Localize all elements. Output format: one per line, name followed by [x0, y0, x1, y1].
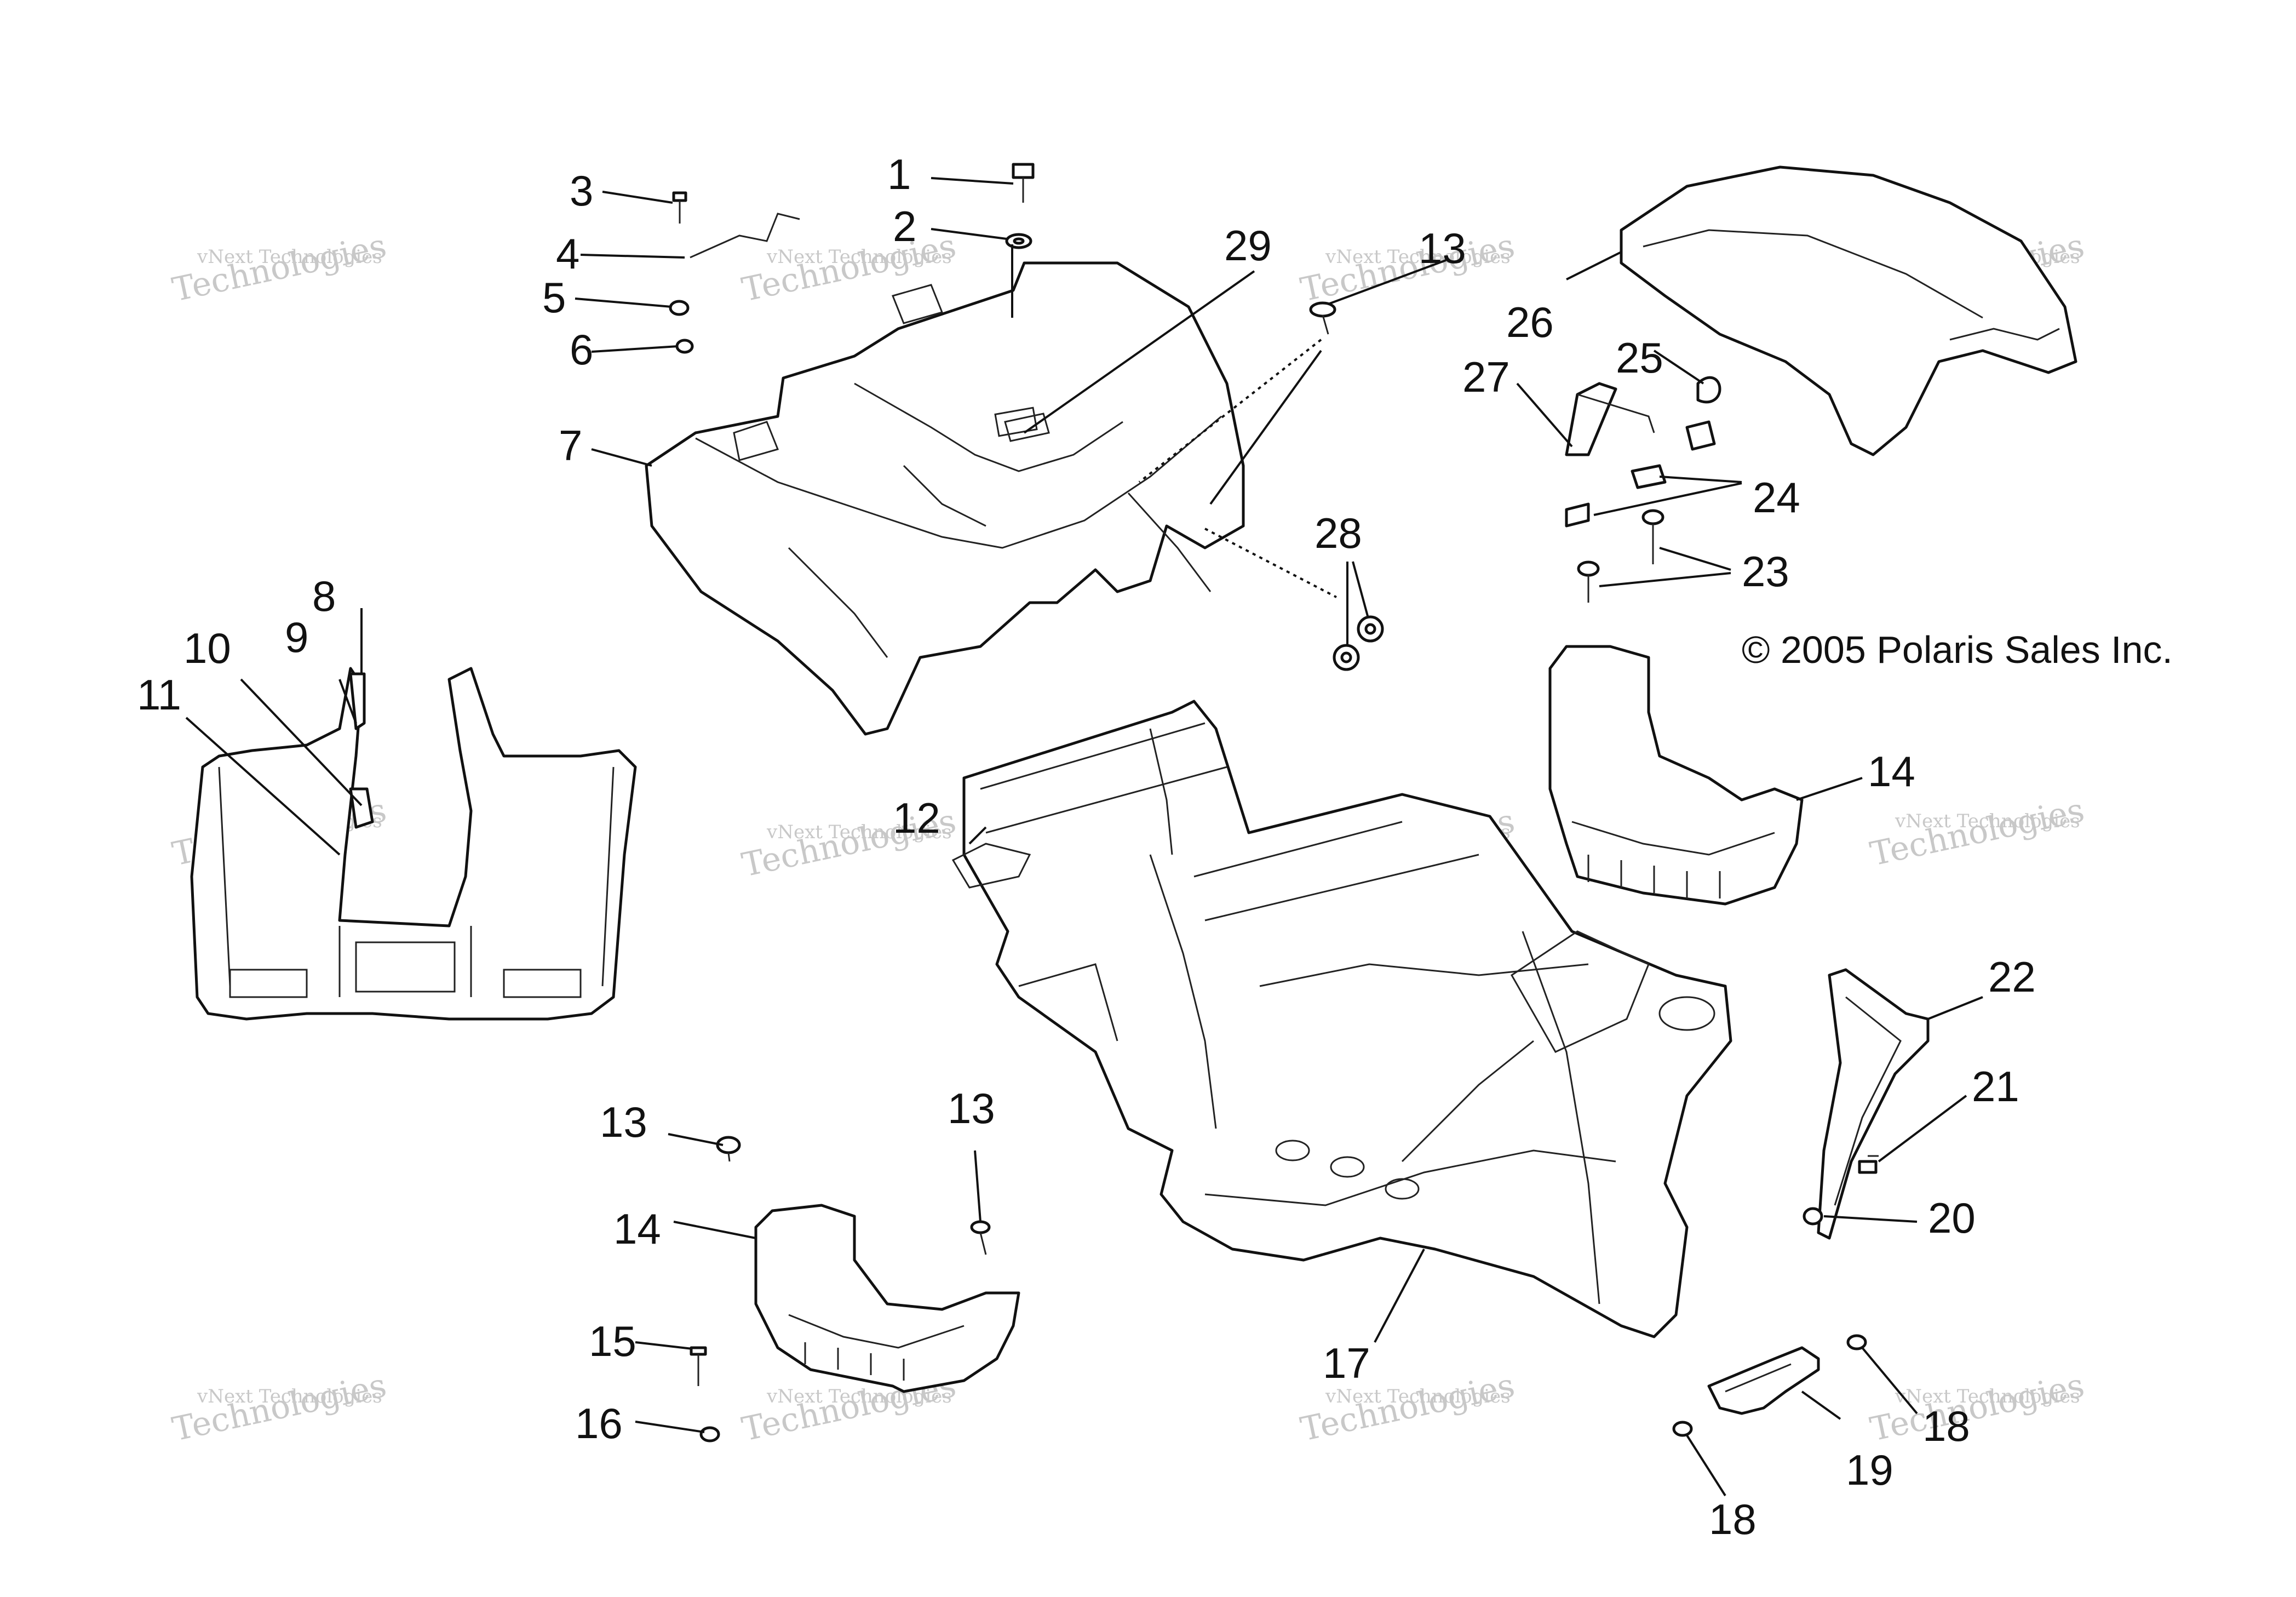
callout-3: 3 — [570, 167, 593, 215]
callout-15: 15 — [589, 1317, 636, 1365]
callout-17: 17 — [1323, 1339, 1370, 1387]
watermark: vNext Technologies Technologies — [1298, 227, 1518, 310]
svg-text:vNext Technologies: vNext Technologies — [1895, 1386, 2080, 1407]
front-fender-bracket — [349, 672, 374, 829]
watermark: vNext Technologies Technologies — [169, 227, 390, 310]
grommet-28a — [1333, 644, 1360, 671]
svg-text:vNext Technologies: vNext Technologies — [766, 821, 952, 843]
copyright-text: © 2005 Polaris Sales Inc. — [1742, 628, 2173, 671]
watermark: vNext Technologies Technologies — [739, 227, 960, 310]
callout-21: 21 — [1972, 1062, 2019, 1111]
pushpin-18b — [1672, 1421, 1693, 1437]
svg-text:vNext Technologies: vNext Technologies — [1325, 246, 1511, 268]
callout-10: 10 — [183, 624, 231, 672]
callout-27: 27 — [1462, 353, 1510, 401]
callouts: 1 2 3 4 5 6 7 8 9 10 11 12 13 13 13 14 1… — [137, 150, 2036, 1543]
svg-text:Technologies: Technologies — [1867, 791, 2088, 874]
nut-5 — [669, 300, 690, 316]
pushpin-18a — [1846, 1334, 1867, 1350]
rear-fender — [645, 261, 1245, 736]
watermark: vNext Technologies Technologies — [169, 1366, 390, 1449]
side-bracket — [1817, 968, 1930, 1240]
callout-11: 11 — [137, 671, 181, 719]
decal — [1004, 413, 1050, 442]
callout-24: 24 — [1753, 473, 1800, 522]
leader-lines — [185, 177, 1983, 1497]
callout-19: 19 — [1846, 1446, 1893, 1494]
svg-text:vNext Technologies: vNext Technologies — [766, 246, 952, 268]
svg-text:Technologies: Technologies — [1867, 1366, 2088, 1449]
nut-16 — [699, 1426, 720, 1443]
pin-23b — [1577, 560, 1600, 603]
seat-latch — [1565, 376, 1721, 528]
callout-18-right: 18 — [1922, 1402, 1970, 1450]
svg-text:vNext Technologies: vNext Technologies — [197, 1386, 382, 1407]
rod-4 — [690, 213, 800, 259]
callout-22: 22 — [1988, 953, 2036, 1001]
callout-14-left: 14 — [613, 1205, 661, 1253]
small-bracket — [1707, 1346, 1820, 1415]
callout-26: 26 — [1506, 298, 1554, 346]
svg-text:vNext Technologies: vNext Technologies — [197, 246, 382, 268]
pushpin-13-left — [716, 1136, 741, 1162]
callout-23: 23 — [1742, 547, 1789, 596]
callout-8: 8 — [312, 572, 336, 620]
callout-29: 29 — [1224, 221, 1272, 270]
callout-25: 25 — [1616, 334, 1663, 382]
fasteners — [669, 163, 1879, 1443]
callout-12: 12 — [893, 794, 940, 842]
svg-text:Technologies: Technologies — [739, 227, 960, 310]
watermark: vNext Technologies Technologies — [1867, 1366, 2088, 1449]
svg-text:vNext Technologies: vNext Technologies — [1895, 810, 2080, 832]
nut-6 — [675, 339, 694, 354]
callout-13-left: 13 — [600, 1098, 647, 1146]
callout-2: 2 — [893, 202, 916, 250]
pushpin-13-top — [1309, 301, 1336, 335]
callout-13-top: 13 — [1419, 224, 1466, 272]
callout-6: 6 — [570, 325, 593, 374]
svg-text:Technologies: Technologies — [1298, 227, 1518, 310]
callout-16: 16 — [575, 1399, 623, 1447]
callout-7: 7 — [559, 421, 582, 470]
callout-28: 28 — [1315, 509, 1362, 557]
callout-18-bottom: 18 — [1709, 1495, 1757, 1543]
svg-text:Technologies: Technologies — [169, 1366, 390, 1449]
callout-20: 20 — [1928, 1194, 1976, 1242]
callout-9: 9 — [285, 613, 308, 661]
nut-20 — [1803, 1207, 1823, 1226]
callout-13-mid: 13 — [948, 1084, 995, 1132]
svg-text:vNext Technologies: vNext Technologies — [1325, 1386, 1511, 1407]
footwell-left — [754, 1204, 1020, 1393]
grommet-28b — [1357, 615, 1384, 643]
main-frame — [962, 700, 1732, 1338]
bolt-21 — [1858, 1155, 1879, 1174]
washer-2 — [1005, 233, 1032, 249]
pin-23a — [1641, 509, 1664, 564]
callout-5: 5 — [542, 273, 566, 322]
bolt-3 — [672, 191, 687, 224]
footwell-right — [1548, 645, 1804, 906]
svg-text:Technologies: Technologies — [169, 227, 390, 310]
callout-1: 1 — [887, 150, 911, 198]
callout-4: 4 — [556, 230, 579, 278]
front-fender — [190, 667, 637, 1021]
seat — [1620, 165, 2077, 456]
bolt-1 — [1012, 163, 1035, 203]
callout-14-right: 14 — [1868, 747, 1915, 795]
pushpin-13-mid — [970, 1220, 991, 1255]
label-decal — [951, 843, 1031, 889]
bolt-15 — [690, 1346, 707, 1386]
watermark: vNext Technologies Technologies — [1867, 791, 2088, 874]
